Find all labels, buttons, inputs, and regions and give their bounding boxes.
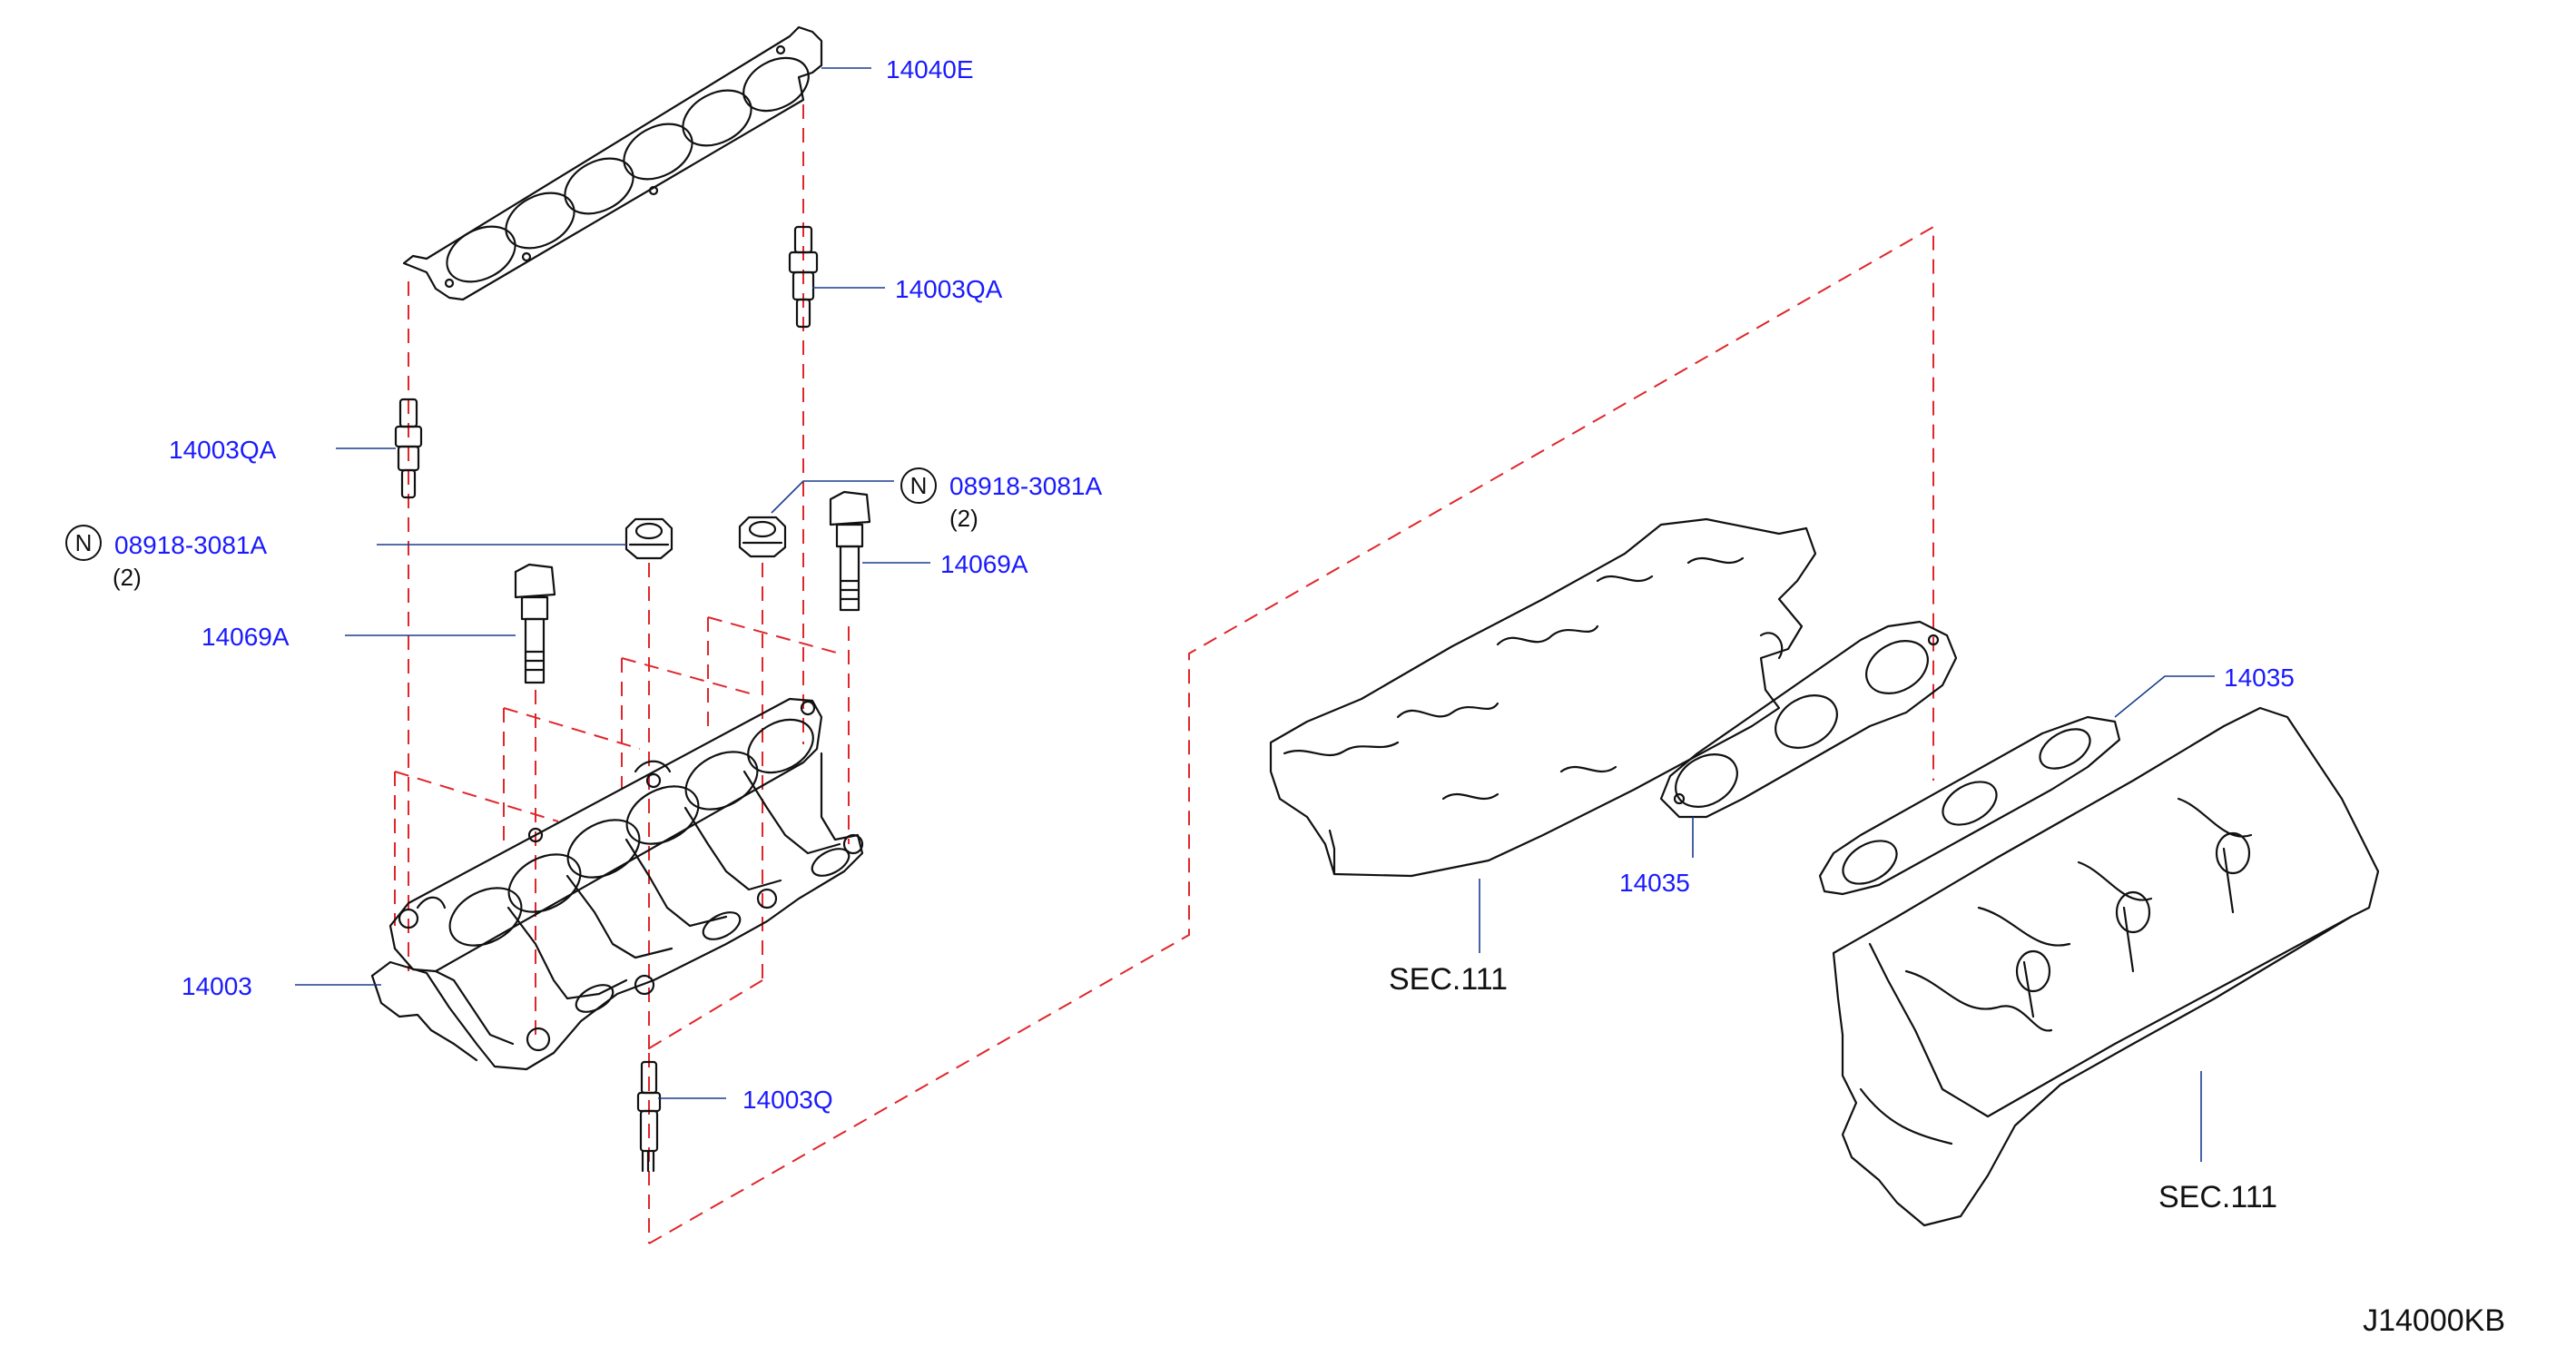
qty-nut-right: (2) [949, 505, 978, 532]
assembly-guide-lines [394, 104, 1934, 1244]
callout-14003qa-right[interactable]: 14003QA [895, 275, 1003, 303]
callout-14035-right[interactable]: 14035 [2224, 664, 2295, 692]
callout-14040e[interactable]: 14040E [886, 55, 974, 84]
n-badge-left: N [65, 525, 102, 561]
callout-08918-3081a-left[interactable]: 08918-3081A [114, 531, 267, 559]
cylinder-block[interactable] [1832, 706, 2380, 1227]
intake-manifold[interactable] [370, 697, 864, 1071]
section-ref-head[interactable]: SEC.111 [1389, 962, 1508, 997]
svg-text:N: N [75, 529, 93, 556]
stud-right[interactable] [788, 225, 819, 329]
section-ref-block[interactable]: SEC.111 [2158, 1180, 2277, 1214]
callout-14069a-left[interactable]: 14069A [202, 623, 290, 651]
n-badge-right: N [900, 467, 937, 504]
bolt-right[interactable] [829, 490, 871, 612]
qty-nut-left: (2) [113, 564, 142, 591]
bolt-left[interactable] [514, 563, 556, 684]
exhaust-gasket-right[interactable] [1818, 715, 2121, 896]
callout-14069a-right[interactable]: 14069A [940, 550, 1028, 578]
cylinder-head[interactable] [1269, 517, 1817, 878]
callout-14003qa-left[interactable]: 14003QA [169, 436, 277, 464]
intake-manifold-gasket[interactable] [402, 25, 823, 301]
nut-left[interactable] [624, 517, 673, 560]
diagram-code: J14000KB [2363, 1303, 2505, 1338]
exhaust-gasket-left[interactable] [1659, 620, 1958, 819]
callout-14003[interactable]: 14003 [182, 972, 252, 1000]
callout-14003q[interactable]: 14003Q [742, 1086, 833, 1114]
nut-right[interactable] [738, 516, 787, 558]
callout-08918-3081a-right[interactable]: 08918-3081A [949, 472, 1102, 500]
callout-14035-mid[interactable]: 14035 [1619, 869, 1690, 897]
stud-left[interactable] [394, 398, 423, 499]
stud-bottom[interactable] [636, 1060, 662, 1173]
svg-text:N: N [910, 472, 928, 499]
leader-lines [295, 67, 2215, 1162]
